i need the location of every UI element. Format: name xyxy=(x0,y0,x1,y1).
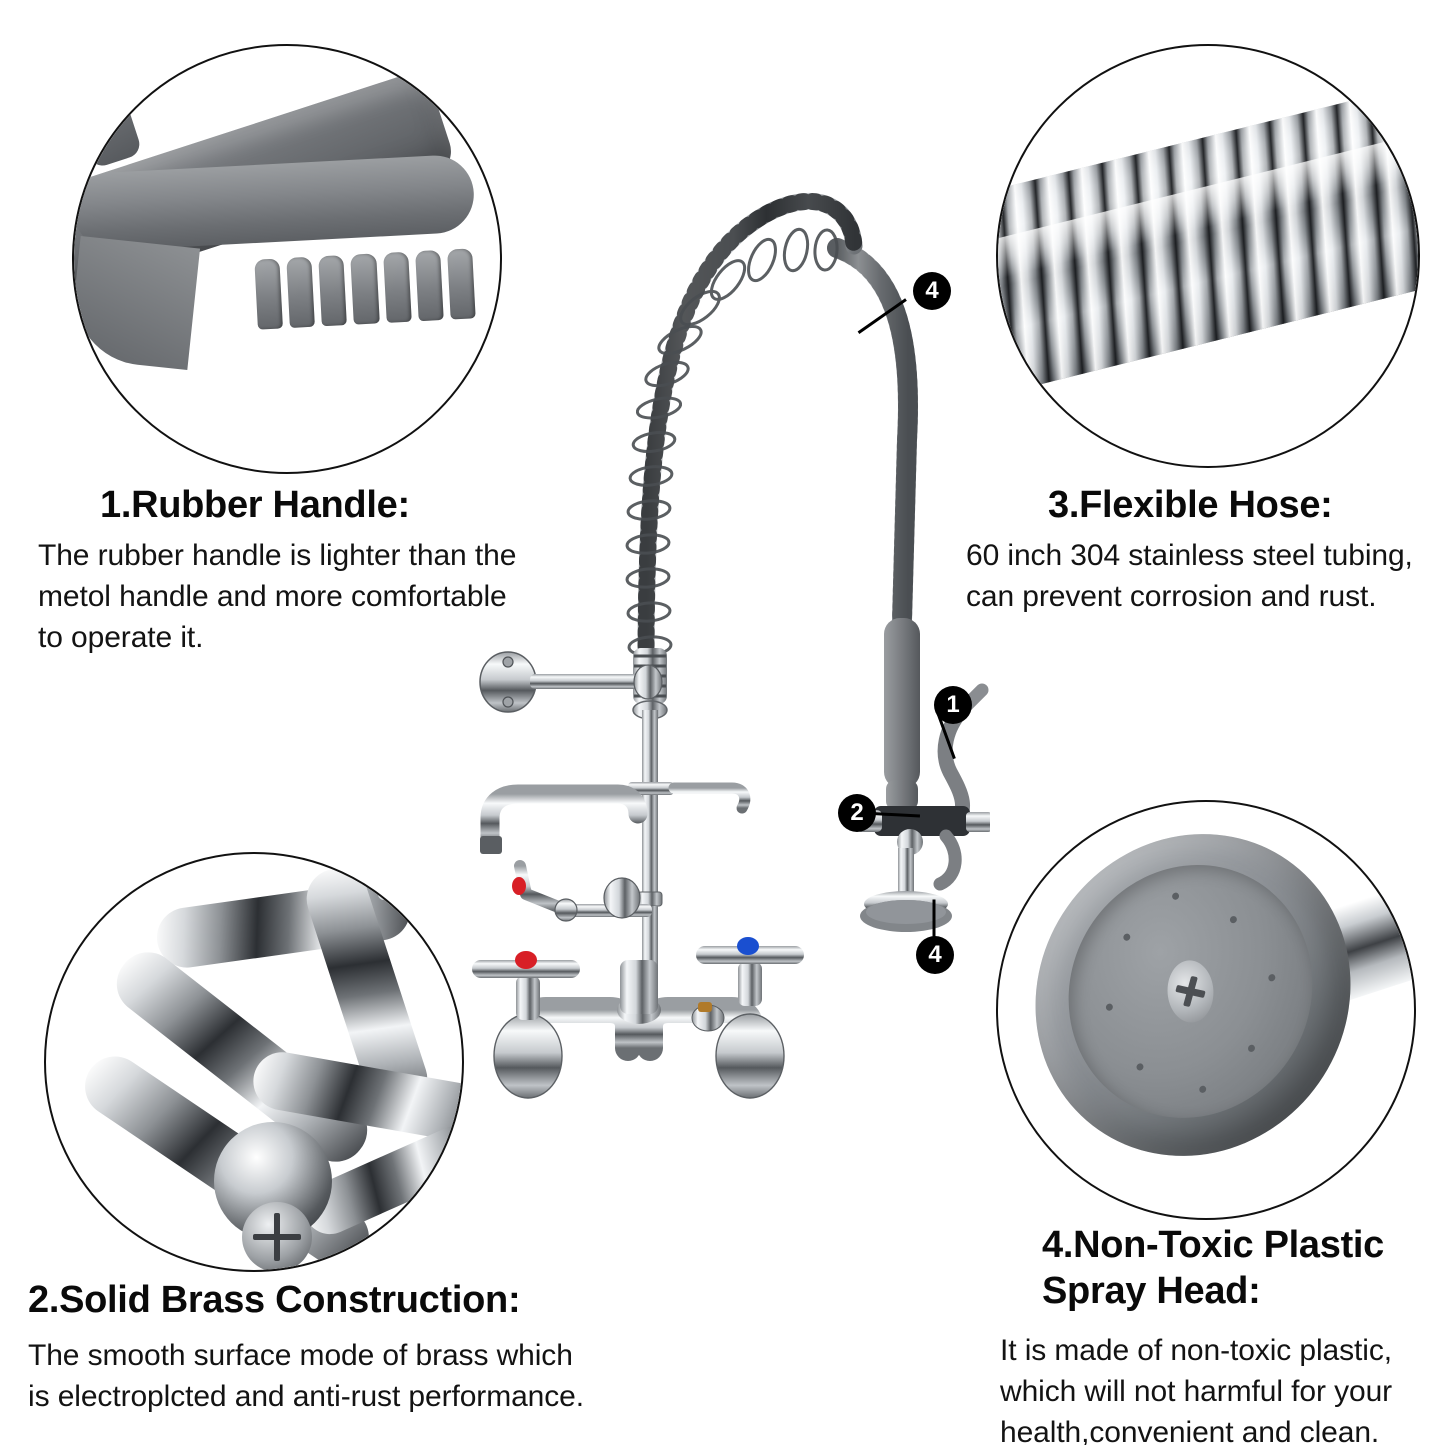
spray-head-art xyxy=(998,802,1414,1218)
callout-marker-hose[interactable]: 4 xyxy=(913,272,951,310)
flexible-hose-part xyxy=(827,238,919,630)
spray-valve-assembly xyxy=(856,618,990,932)
spray-head-body xyxy=(1014,804,1372,1186)
callout-marker-grip[interactable]: 1 xyxy=(934,686,972,724)
photo-solid-brass xyxy=(44,852,464,1272)
cold-escutcheon xyxy=(715,1013,785,1099)
hot-indicator xyxy=(515,951,537,969)
photo-spray-head xyxy=(996,800,1416,1220)
cold-lever-handle xyxy=(696,946,804,964)
brass-phillips-screw xyxy=(242,1202,312,1270)
addon-hot-indicator xyxy=(512,877,526,895)
rubber-grip-sleeve xyxy=(884,618,920,788)
brass-valve-body xyxy=(874,806,970,836)
hose-hook-bracket xyxy=(628,782,751,814)
cold-indicator xyxy=(737,937,759,955)
section-body-flexible-hose: 60 inch 304 stainless steel tubing, can … xyxy=(966,539,1413,613)
spray-head-face xyxy=(1052,842,1329,1141)
callout-marker-valve[interactable]: 2 xyxy=(838,794,876,832)
spring-coil xyxy=(625,193,863,704)
riser-column xyxy=(632,700,668,1002)
callout-marker-head[interactable]: 4 xyxy=(916,936,954,974)
faucet-body xyxy=(472,937,804,1099)
photo-rubber-handle xyxy=(72,44,502,474)
product-illustration xyxy=(472,193,990,1099)
section-body-solid-brass: The smooth surface mode of brass which i… xyxy=(28,1339,584,1413)
addon-faucet-valve xyxy=(512,860,652,922)
swing-spout xyxy=(480,784,648,854)
handle-ribbed-grip xyxy=(254,248,476,330)
wall-mount-bracket xyxy=(479,651,663,713)
photo-flexible-hose xyxy=(996,44,1420,468)
spray-head-center-screw xyxy=(1163,955,1218,1027)
section-title-solid-brass: 2.Solid Brass Construction: xyxy=(28,1279,521,1321)
rubber-handle-art xyxy=(74,46,500,472)
handle-lever-bend xyxy=(74,236,201,370)
hot-escutcheon xyxy=(493,1013,563,1099)
section-body-rubber-handle: The rubber handle is lighter than the me… xyxy=(38,539,517,654)
flexible-hose-art xyxy=(998,46,1418,466)
section-title-flexible-hose: 3.Flexible Hose: xyxy=(1048,484,1333,526)
section-title-rubber-handle: 1.Rubber Handle: xyxy=(100,484,410,526)
section-body-spray-head: It is made of non-toxic plastic, which w… xyxy=(1000,1334,1393,1445)
handle-end-cap xyxy=(74,46,143,170)
section-title-spray-head: 4.Non-Toxic Plastic Spray Head: xyxy=(1042,1224,1385,1312)
brass-nut xyxy=(378,854,422,900)
brass-construction-art xyxy=(46,854,462,1270)
hose-tube xyxy=(998,80,1418,396)
